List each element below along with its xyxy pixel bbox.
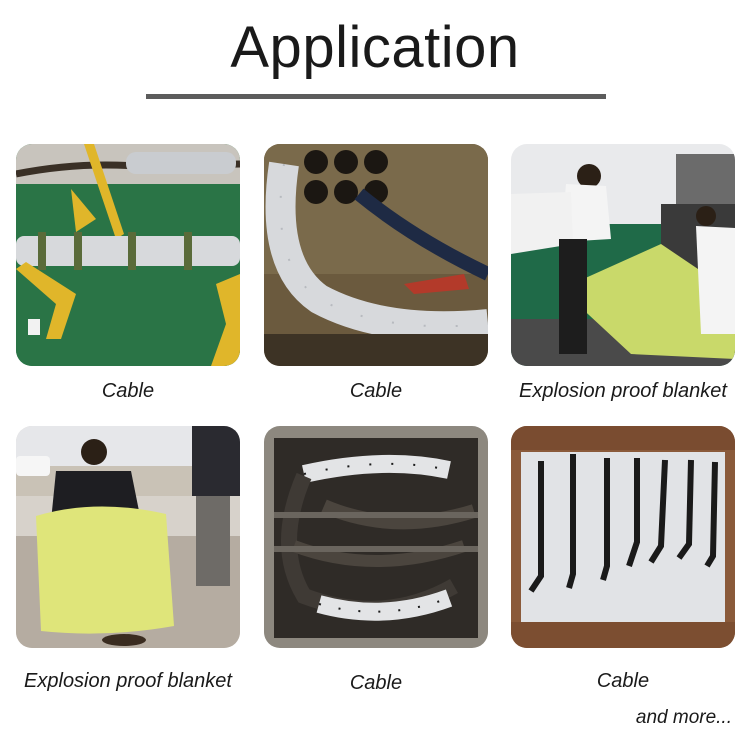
and-more-text: and more... xyxy=(635,707,732,728)
title-underline xyxy=(146,94,606,99)
application-image-cable-4 xyxy=(511,426,735,648)
application-image-cable-1 xyxy=(16,144,240,366)
caption-tile-6: Cable xyxy=(596,670,650,692)
caption-tile-1: Cable xyxy=(101,380,155,402)
application-image-blanket-2 xyxy=(16,426,240,648)
application-image-cable-2 xyxy=(264,144,488,366)
application-image-blanket-1 xyxy=(511,144,735,366)
caption-tile-5: Cable xyxy=(349,672,403,694)
caption-tile-2: Cable xyxy=(349,380,403,402)
caption-tile-4: Explosion proof blanket xyxy=(24,670,232,692)
application-image-cable-3 xyxy=(264,426,488,648)
page-title: Application xyxy=(230,15,520,80)
caption-tile-3: Explosion proof blanket xyxy=(519,380,727,402)
